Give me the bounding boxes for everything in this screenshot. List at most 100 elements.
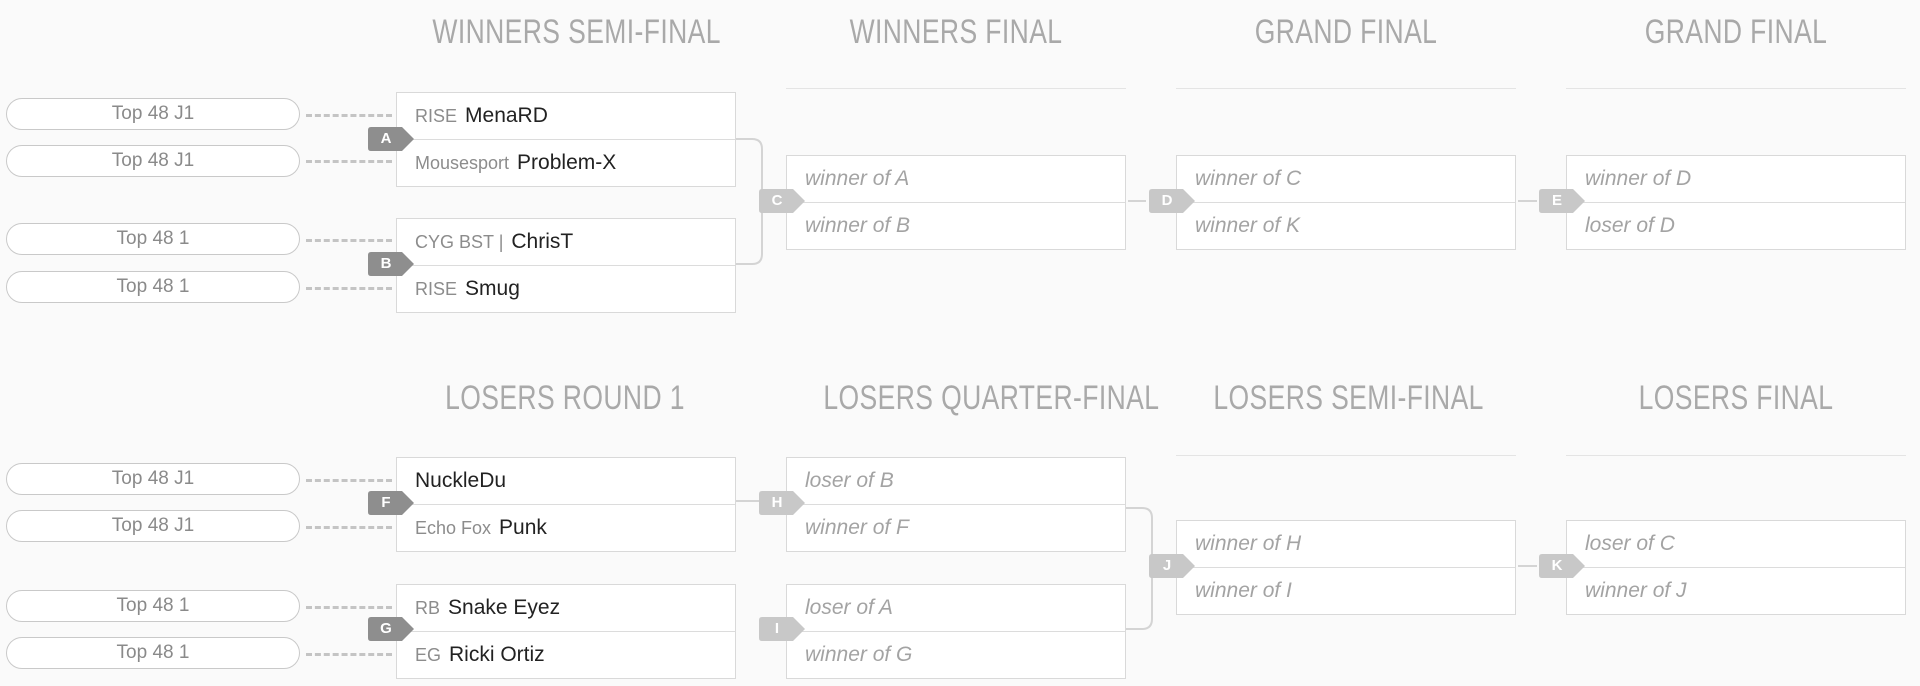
match-badge-label: C xyxy=(771,192,783,209)
match-badge-label: F xyxy=(381,494,391,511)
match-badge-k[interactable]: K xyxy=(1539,554,1585,578)
match-c[interactable]: winner of A winner of B xyxy=(786,155,1126,250)
badge-arrow-icon xyxy=(1539,554,1585,578)
seed-dash-connector xyxy=(306,160,392,163)
match-badge-label: B xyxy=(380,255,392,272)
header-losers-round-1: LOSERS ROUND 1 xyxy=(445,379,685,417)
match-badge-a[interactable]: A xyxy=(368,127,414,151)
source-seed-pill: Top 48 J1 xyxy=(6,510,300,542)
match-slot-placeholder[interactable]: winner of G xyxy=(787,631,1125,678)
player-name: Punk xyxy=(499,516,547,539)
match-k[interactable]: loser of C winner of J xyxy=(1566,520,1906,615)
match-badge-label: A xyxy=(380,130,392,147)
match-slot-placeholder[interactable]: loser of D xyxy=(1567,202,1905,249)
player-name: Snake Eyez xyxy=(448,596,561,619)
header-grand-final-1: GRAND FINAL xyxy=(1254,13,1438,51)
match-badge-e[interactable]: E xyxy=(1539,189,1585,213)
header-losers-quarter-final: LOSERS QUARTER-FINAL xyxy=(823,379,1160,417)
header-winners-final: WINNERS FINAL xyxy=(849,13,1063,51)
badge-arrow-icon xyxy=(1149,554,1195,578)
match-slot[interactable]: CYG BST |ChrisT xyxy=(397,219,735,265)
team-tag: RB xyxy=(415,598,441,618)
source-seed-pill: Top 48 1 xyxy=(6,590,300,622)
match-slot-placeholder[interactable]: winner of A xyxy=(805,167,910,190)
seed-dash-connector xyxy=(306,526,392,529)
match-slot-placeholder[interactable]: winner of K xyxy=(1177,202,1515,249)
match-badge-j[interactable]: J xyxy=(1149,554,1195,578)
match-slot-placeholder[interactable]: winner of F xyxy=(787,504,1125,551)
seed-dash-connector xyxy=(306,239,392,242)
match-slot[interactable]: NuckleDu xyxy=(397,458,735,504)
match-badge-d[interactable]: D xyxy=(1149,189,1195,213)
match-badge-i[interactable]: I xyxy=(759,617,805,641)
match-slot-placeholder[interactable]: winner of I xyxy=(1177,567,1515,614)
match-badge-label: D xyxy=(1161,192,1173,209)
match-slot[interactable]: Echo Fox Punk xyxy=(397,504,735,551)
player-name: NuckleDu xyxy=(415,469,507,492)
match-slot-placeholder[interactable]: loser of B xyxy=(805,469,894,492)
player-name: Ricki Ortiz xyxy=(449,643,545,666)
header-divider xyxy=(786,88,1126,89)
match-badge-h[interactable]: H xyxy=(759,491,805,515)
match-g[interactable]: RB Snake Eyez EG Ricki Ortiz xyxy=(396,584,736,679)
match-j[interactable]: winner of H winner of I xyxy=(1176,520,1516,615)
match-slot-placeholder[interactable]: loser of A xyxy=(805,596,893,619)
match-slot[interactable]: EG Ricki Ortiz xyxy=(397,631,735,678)
header-winners-semi-final: WINNERS SEMI-FINAL xyxy=(432,13,721,51)
badge-arrow-icon xyxy=(759,491,805,515)
badge-arrow-icon xyxy=(1149,189,1195,213)
match-badge-label: I xyxy=(774,620,780,637)
match-slot-placeholder[interactable]: winner of C xyxy=(1195,167,1302,190)
source-seed-pill: Top 48 J1 xyxy=(6,98,300,130)
match-badge-g[interactable]: G xyxy=(368,617,414,641)
source-seed-pill: Top 48 1 xyxy=(6,637,300,669)
header-divider xyxy=(1566,455,1906,456)
seed-dash-connector xyxy=(306,653,392,656)
match-i[interactable]: loser of A winner of G xyxy=(786,584,1126,679)
match-slot[interactable]: RISE Smug xyxy=(397,265,735,312)
source-seed-pill: Top 48 1 xyxy=(6,271,300,303)
header-grand-final-2: GRAND FINAL xyxy=(1644,13,1828,51)
seed-dash-connector xyxy=(306,606,392,609)
match-badge-c[interactable]: C xyxy=(759,189,805,213)
header-divider xyxy=(1176,88,1516,89)
badge-arrow-icon xyxy=(759,189,805,213)
match-b[interactable]: CYG BST |ChrisT RISE Smug xyxy=(396,218,736,313)
match-slot-placeholder[interactable]: winner of J xyxy=(1567,567,1905,614)
match-slot-placeholder[interactable]: winner of B xyxy=(787,202,1125,249)
match-badge-label: K xyxy=(1551,557,1563,574)
team-tag: RISE xyxy=(415,106,458,126)
player-name: ChrisT xyxy=(511,230,574,253)
match-slot-placeholder[interactable]: winner of H xyxy=(1195,532,1302,555)
badge-arrow-icon xyxy=(368,127,414,151)
match-e[interactable]: winner of D loser of D xyxy=(1566,155,1906,250)
source-seed-pill: Top 48 1 xyxy=(6,223,300,255)
badge-arrow-icon xyxy=(1539,189,1585,213)
match-d[interactable]: winner of C winner of K xyxy=(1176,155,1516,250)
header-divider xyxy=(1566,88,1906,89)
match-badge-label: E xyxy=(1551,192,1562,209)
header-divider xyxy=(1176,455,1516,456)
header-losers-final: LOSERS FINAL xyxy=(1638,379,1834,417)
seed-dash-connector xyxy=(306,479,392,482)
badge-arrow-icon xyxy=(368,252,414,276)
match-badge-label: J xyxy=(1162,557,1172,574)
match-badge-label: H xyxy=(771,494,783,511)
match-h[interactable]: loser of B winner of F xyxy=(786,457,1126,552)
match-f[interactable]: NuckleDu Echo Fox Punk xyxy=(396,457,736,552)
match-slot[interactable]: RB Snake Eyez xyxy=(397,585,735,631)
player-name: Smug xyxy=(465,277,520,300)
match-badge-f[interactable]: F xyxy=(368,491,414,515)
team-tag: Echo Fox xyxy=(415,518,492,538)
match-slot-placeholder[interactable]: winner of D xyxy=(1585,167,1692,190)
match-badge-label: G xyxy=(380,620,392,637)
source-seed-pill: Top 48 J1 xyxy=(6,463,300,495)
badge-arrow-icon xyxy=(368,617,414,641)
team-tag: RISE xyxy=(415,279,458,299)
match-badge-b[interactable]: B xyxy=(368,252,414,276)
match-slot-placeholder[interactable]: loser of C xyxy=(1585,532,1675,555)
team-tag: EG xyxy=(415,645,442,665)
